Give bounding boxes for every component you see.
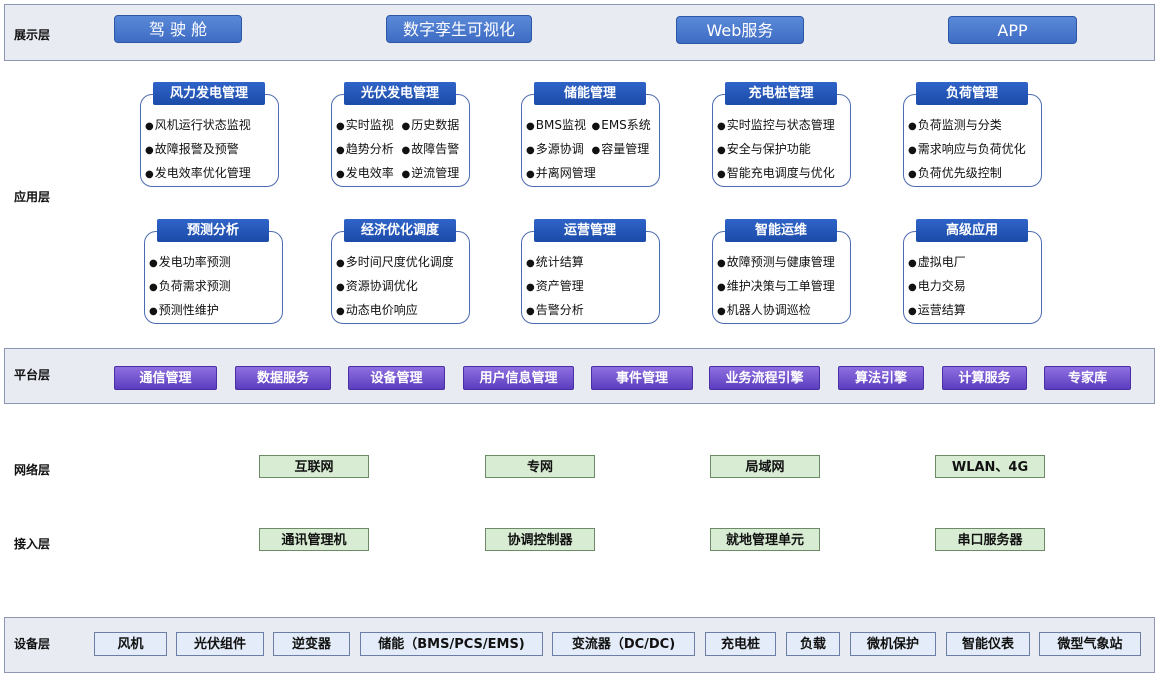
cockpit-button[interactable]: 驾 驶 舱 — [114, 15, 242, 43]
converter-button[interactable]: 变流器（DC/DC) — [552, 632, 695, 656]
access-layer-label: 接入层 — [14, 537, 51, 551]
list-item: 实时监视 — [336, 114, 402, 138]
list-item: 负荷监测与分类 — [908, 114, 1039, 138]
internet-button[interactable]: 互联网 — [259, 455, 369, 478]
load-management-title: 负荷管理 — [916, 82, 1028, 105]
network-layer-label: 网络层 — [14, 463, 51, 477]
wlan-4g-button[interactable]: WLAN、4G — [935, 455, 1045, 478]
list-item: 发电功率预测 — [149, 251, 280, 275]
load-button[interactable]: 负载 — [786, 632, 840, 656]
app-button[interactable]: APP — [948, 16, 1077, 44]
list-item: 统计结算 — [526, 251, 657, 275]
list-item: 趋势分析 — [336, 138, 402, 162]
list-item: 智能充电调度与优化 — [717, 162, 848, 186]
serial-server-button[interactable]: 串口服务器 — [935, 528, 1045, 551]
list-item: 动态电价响应 — [336, 299, 467, 323]
advanced-app-title: 高级应用 — [916, 219, 1028, 242]
user-info-button[interactable]: 用户信息管理 — [463, 366, 574, 390]
smart-meter-button[interactable]: 智能仪表 — [946, 632, 1030, 656]
advanced-app-card: 高级应用 虚拟电厂 电力交易 运营结算 — [903, 219, 1042, 324]
list-item: 发电效率 — [336, 162, 402, 186]
device-management-button[interactable]: 设备管理 — [348, 366, 445, 390]
list-item: 故障报警及预警 — [145, 138, 276, 162]
list-item: 容量管理 — [592, 138, 658, 162]
list-item: 负荷需求预测 — [149, 275, 280, 299]
comm-management-button[interactable]: 通信管理 — [114, 366, 217, 390]
list-item: 多源协调 — [526, 138, 592, 162]
application-layer-label: 应用层 — [14, 190, 51, 204]
algorithm-engine-button[interactable]: 算法引擎 — [838, 366, 924, 390]
storage-title: 储能管理 — [534, 82, 646, 105]
compute-service-button[interactable]: 计算服务 — [942, 366, 1027, 390]
list-item: 运营结算 — [908, 299, 1039, 323]
charging-pile-card: 充电桩管理 实时监控与状态管理 安全与保护功能 智能充电调度与优化 — [712, 82, 851, 187]
list-item: 维护决策与工单管理 — [717, 275, 848, 299]
list-item: 告警分析 — [526, 299, 657, 323]
weather-station-button[interactable]: 微型气象站 — [1039, 632, 1141, 656]
local-management-unit-button[interactable]: 就地管理单元 — [710, 528, 820, 551]
relay-protection-button[interactable]: 微机保护 — [850, 632, 936, 656]
forecast-title: 预测分析 — [157, 219, 269, 242]
comm-manager-button[interactable]: 通讯管理机 — [259, 528, 369, 551]
storage-card: 储能管理 BMS监视 EMS系统 多源协调 容量管理 并离网管理 — [521, 82, 660, 187]
list-item: BMS监视 — [526, 114, 592, 138]
wind-power-card: 风力发电管理 风机运行状态监视 故障报警及预警 发电效率优化管理 — [140, 82, 279, 187]
list-item: 历史数据 — [402, 114, 468, 138]
forecast-card: 预测分析 发电功率预测 负荷需求预测 预测性维护 — [144, 219, 283, 324]
charging-pile-title: 充电桩管理 — [725, 82, 837, 105]
wind-power-title: 风力发电管理 — [153, 82, 265, 105]
smart-om-title: 智能运维 — [725, 219, 837, 242]
list-item: 逆流管理 — [402, 162, 468, 186]
list-item: 实时监控与状态管理 — [717, 114, 848, 138]
private-network-button[interactable]: 专网 — [485, 455, 595, 478]
list-item: 机器人协调巡检 — [717, 299, 848, 323]
list-item: 故障告警 — [402, 138, 468, 162]
operation-management-card: 运营管理 统计结算 资产管理 告警分析 — [521, 219, 660, 324]
list-item: 安全与保护功能 — [717, 138, 848, 162]
smart-om-card: 智能运维 故障预测与健康管理 维护决策与工单管理 机器人协调巡检 — [712, 219, 851, 324]
list-item: 并离网管理 — [526, 162, 657, 186]
list-item: 资源协调优化 — [336, 275, 467, 299]
data-service-button[interactable]: 数据服务 — [235, 366, 331, 390]
list-item: 资产管理 — [526, 275, 657, 299]
list-item: 发电效率优化管理 — [145, 162, 276, 186]
list-item: EMS系统 — [592, 114, 658, 138]
load-management-card: 负荷管理 负荷监测与分类 需求响应与负荷优化 负荷优先级控制 — [903, 82, 1042, 187]
economic-dispatch-title: 经济优化调度 — [344, 219, 456, 242]
pv-power-card: 光伏发电管理 实时监视 历史数据 趋势分析 故障告警 发电效率 逆流管理 — [331, 82, 470, 187]
operation-management-title: 运营管理 — [534, 219, 646, 242]
charging-pile-button[interactable]: 充电桩 — [705, 632, 776, 656]
lan-button[interactable]: 局域网 — [710, 455, 820, 478]
expert-library-button[interactable]: 专家库 — [1044, 366, 1131, 390]
event-management-button[interactable]: 事件管理 — [591, 366, 693, 390]
list-item: 虚拟电厂 — [908, 251, 1039, 275]
display-layer-label: 展示层 — [14, 28, 51, 42]
list-item: 需求响应与负荷优化 — [908, 138, 1039, 162]
device-layer-label: 设备层 — [14, 637, 51, 651]
list-item: 负荷优先级控制 — [908, 162, 1039, 186]
list-item: 多时间尺度优化调度 — [336, 251, 467, 275]
inverter-button[interactable]: 逆变器 — [273, 632, 350, 656]
storage-device-button[interactable]: 储能（BMS/PCS/EMS) — [360, 632, 543, 656]
wind-turbine-button[interactable]: 风机 — [94, 632, 167, 656]
list-item: 电力交易 — [908, 275, 1039, 299]
web-service-button[interactable]: Web服务 — [676, 16, 804, 44]
list-item: 故障预测与健康管理 — [717, 251, 848, 275]
coordination-controller-button[interactable]: 协调控制器 — [485, 528, 595, 551]
list-item: 风机运行状态监视 — [145, 114, 276, 138]
pv-power-title: 光伏发电管理 — [344, 82, 456, 105]
economic-dispatch-card: 经济优化调度 多时间尺度优化调度 资源协调优化 动态电价响应 — [331, 219, 470, 324]
workflow-engine-button[interactable]: 业务流程引擎 — [709, 366, 820, 390]
list-item: 预测性维护 — [149, 299, 280, 323]
platform-layer-label: 平台层 — [14, 368, 51, 382]
digital-twin-button[interactable]: 数字孪生可视化 — [386, 15, 532, 43]
pv-module-button[interactable]: 光伏组件 — [176, 632, 264, 656]
